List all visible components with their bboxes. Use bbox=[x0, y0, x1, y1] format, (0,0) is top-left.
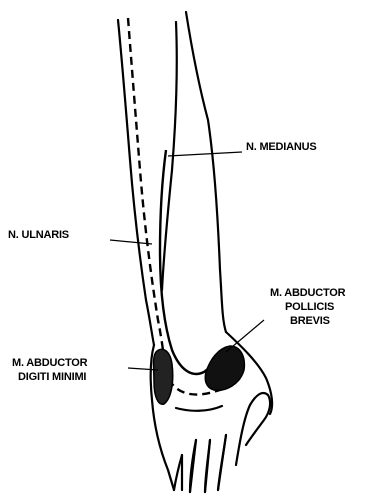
label-m-abductor-pollicis-line2: POLLICIS bbox=[285, 301, 334, 313]
label-m-abductor-pollicis-line3: BREVIS bbox=[290, 315, 330, 327]
leader-medianus bbox=[168, 152, 242, 156]
forearm-inner-edge bbox=[186, 12, 226, 332]
forearm-outer-edge bbox=[118, 20, 154, 345]
abductor-digiti-minimi-muscle bbox=[154, 349, 173, 404]
muscles bbox=[154, 346, 245, 404]
label-n-medianus: N. MEDIANUS bbox=[246, 141, 317, 153]
arm-outline bbox=[118, 12, 272, 492]
label-n-ulnaris: N. ULNARIS bbox=[8, 229, 69, 241]
abductor-pollicis-brevis-muscle bbox=[205, 346, 244, 390]
leader-ulnaris bbox=[110, 240, 152, 244]
median-nerve bbox=[160, 150, 216, 374]
label-m-abductor-pollicis-line1: M. ABDUCTOR bbox=[270, 287, 346, 299]
label-m-abductor-digiti-line1: M. ABDUCTOR bbox=[12, 357, 88, 369]
palm-crease bbox=[176, 406, 222, 411]
label-m-abductor-digiti-line2: DIGITI MINIMI bbox=[18, 371, 86, 383]
